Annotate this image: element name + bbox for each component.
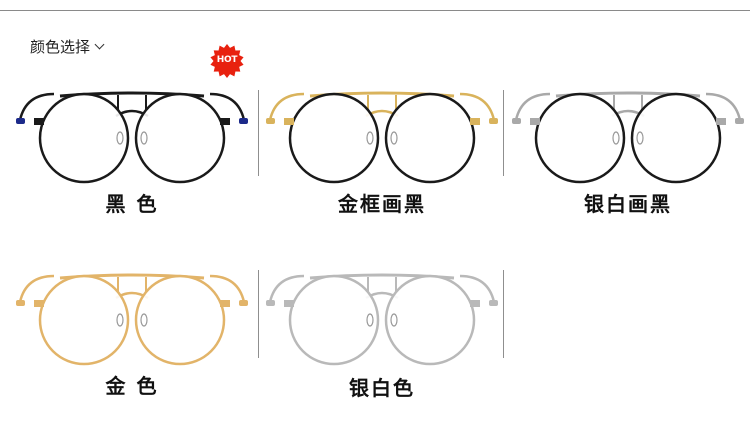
- lens-left: [38, 274, 130, 366]
- nose-pad-left: [116, 131, 124, 145]
- product-glasses-gold[interactable]: [12, 262, 252, 367]
- lens-right: [134, 92, 226, 184]
- temple-tip-right: [489, 300, 498, 306]
- temple-tip-right: [735, 118, 744, 124]
- temple-tip-right: [239, 118, 248, 124]
- nose-pad-right: [140, 313, 148, 327]
- lens-left: [534, 92, 626, 184]
- product-glasses-silver[interactable]: [262, 262, 502, 367]
- nose-pad-right: [140, 131, 148, 145]
- temple-left: [18, 274, 55, 303]
- hinge-left: [34, 300, 44, 307]
- product-glasses-silver-black[interactable]: [508, 80, 748, 185]
- temple-left: [514, 92, 551, 121]
- hinge-right: [220, 300, 230, 307]
- temple-right: [459, 274, 496, 303]
- hinge-left: [284, 118, 294, 125]
- product-glasses-black[interactable]: [12, 80, 252, 185]
- temple-right: [459, 92, 496, 121]
- temple-tip-left: [266, 300, 275, 306]
- temple-tip-right: [489, 118, 498, 124]
- temple-left: [268, 92, 305, 121]
- hinge-right: [220, 118, 230, 125]
- nose-pad-right: [390, 313, 398, 327]
- nose-pad-right: [636, 131, 644, 145]
- hinge-right: [470, 300, 480, 307]
- hot-badge-text: HOT: [216, 55, 238, 65]
- product-label: 银白色: [349, 376, 415, 400]
- hinge-left: [530, 118, 540, 125]
- product-glasses-gold-black[interactable]: [262, 80, 502, 185]
- product-label: 金 色: [105, 374, 159, 398]
- lens-left: [38, 92, 130, 184]
- nose-pad-right: [390, 131, 398, 145]
- nose-pad-left: [366, 131, 374, 145]
- product-label: 黑 色: [105, 192, 159, 216]
- nose-pad-left: [366, 313, 374, 327]
- hinge-left: [284, 300, 294, 307]
- divider: [258, 270, 259, 358]
- divider: [503, 90, 504, 176]
- temple-left: [268, 274, 305, 303]
- temple-tip-left: [16, 300, 25, 306]
- lens-right: [630, 92, 722, 184]
- nose-pad-left: [116, 313, 124, 327]
- temple-tip-left: [16, 118, 25, 124]
- product-label: 金框画黑: [338, 192, 426, 216]
- temple-tip-left: [512, 118, 521, 124]
- temple-right: [705, 92, 742, 121]
- temple-tip-right: [239, 300, 248, 306]
- divider: [503, 270, 504, 358]
- temple-right: [209, 274, 246, 303]
- hinge-left: [34, 118, 44, 125]
- divider: [258, 90, 259, 176]
- lens-left: [288, 274, 380, 366]
- product-label: 银白画黑: [584, 192, 672, 216]
- temple-right: [209, 92, 246, 121]
- hot-badge-icon: [210, 44, 244, 78]
- heading-text: 颜色选择: [30, 38, 91, 56]
- lens-right: [384, 274, 476, 366]
- nose-pad-left: [612, 131, 620, 145]
- color-select-heading[interactable]: 颜色选择: [30, 36, 105, 57]
- lens-left: [288, 92, 380, 184]
- lens-right: [134, 274, 226, 366]
- lens-right: [384, 92, 476, 184]
- top-rule: [0, 10, 750, 11]
- hinge-right: [716, 118, 726, 125]
- temple-tip-left: [266, 118, 275, 124]
- hinge-right: [470, 118, 480, 125]
- chevron-down-icon: [94, 39, 105, 50]
- temple-left: [18, 92, 55, 121]
